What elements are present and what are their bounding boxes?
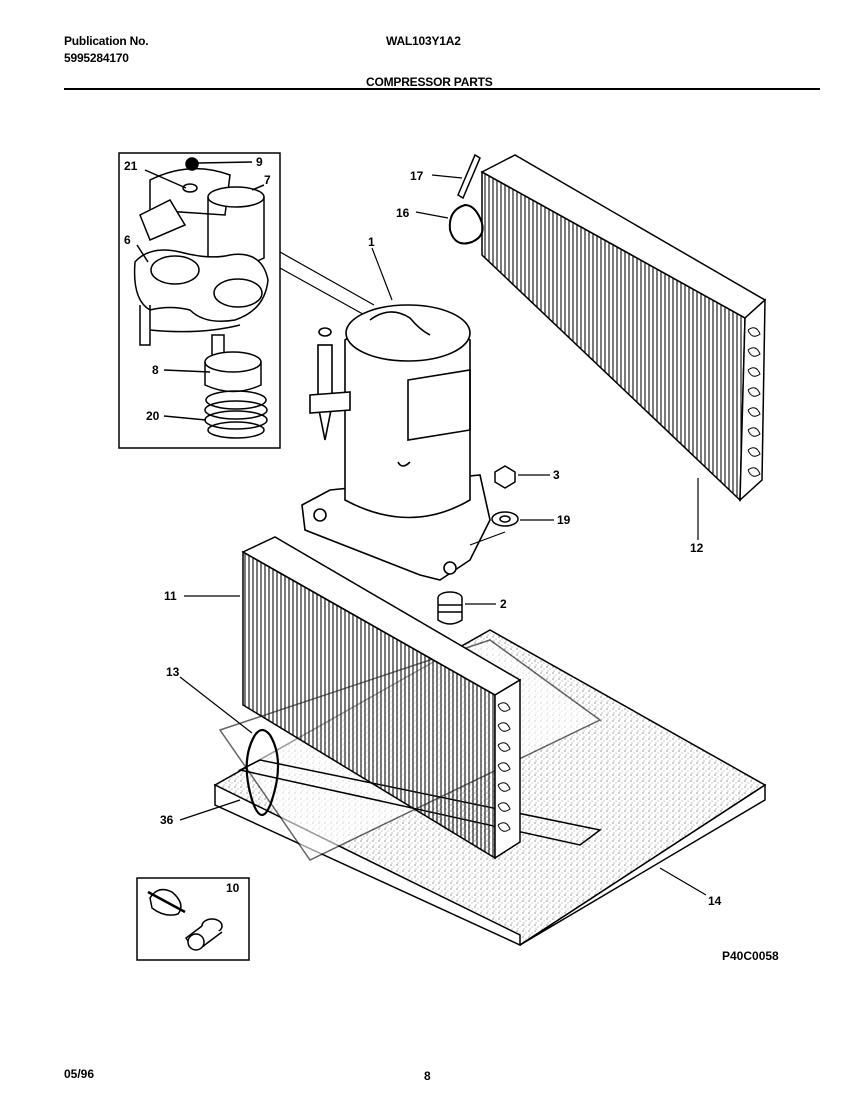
section-title: COMPRESSOR PARTS: [366, 75, 493, 89]
mounting-strap: [179, 676, 280, 821]
callout-19: 19: [557, 513, 571, 527]
callout-3: 3: [553, 468, 560, 482]
callout-1: 1: [368, 235, 375, 249]
publication-number: 5995284170: [64, 51, 129, 65]
callout-2: 2: [500, 597, 507, 611]
callout-8: 8: [152, 363, 159, 377]
drawing-code: P40C0058: [722, 949, 779, 963]
footer-page-number: 8: [424, 1069, 431, 1083]
callout-12: 12: [690, 541, 704, 555]
callout-20: 20: [146, 409, 160, 423]
callout-21: 21: [124, 159, 138, 173]
callout-13: 13: [166, 665, 180, 679]
publication-label: Publication No.: [64, 34, 149, 48]
callout-7: 7: [264, 173, 271, 187]
callout-10: 10: [226, 881, 240, 895]
callout-36: 36: [160, 813, 174, 827]
model-number: WAL103Y1A2: [386, 34, 461, 48]
rubber-grommet: [437, 591, 496, 625]
inset-terminal-parts: [118, 152, 281, 449]
evaporator-coil: [184, 536, 522, 860]
header-rule: [64, 88, 820, 90]
callout-17: 17: [410, 169, 424, 183]
callout-11: 11: [164, 589, 177, 603]
mounting-nut-and-washer: [469, 465, 554, 546]
callout-6: 6: [124, 233, 131, 247]
inset-capacitor: [136, 877, 250, 961]
condenser-coil: [415, 153, 767, 540]
footer-date: 05/96: [64, 1067, 95, 1081]
callout-16: 16: [396, 206, 410, 220]
callout-9: 9: [256, 155, 263, 169]
compressor: [301, 304, 491, 581]
callout-14: 14: [708, 894, 722, 908]
